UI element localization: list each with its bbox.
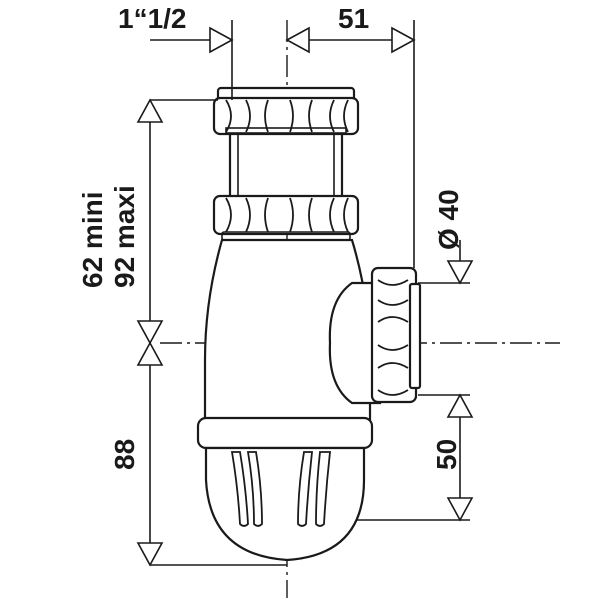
dimension-outlet-offset: 51: [285, 3, 416, 268]
dimension-outlet-diameter: Ø 40: [418, 189, 474, 285]
upper-height-min-label: 62 mini: [77, 192, 108, 288]
thread-label: 1“1/2: [118, 3, 187, 34]
upper-height-max-label: 92 maxi: [109, 185, 140, 288]
outlet-nut: [370, 266, 422, 404]
dimension-lower-height: 88: [109, 341, 287, 567]
top-nut: [212, 86, 360, 136]
middle-nut: [212, 194, 360, 241]
bottom-cup: [196, 416, 374, 562]
siphon-bowl: [203, 238, 382, 422]
upper-pipe: [228, 128, 344, 200]
dimension-upper-height: 62 mini 92 maxi: [77, 98, 218, 345]
outlet-offset-label: 51: [338, 3, 369, 34]
dimension-thread: 1“1/2: [118, 3, 234, 100]
lower-height-label: 88: [109, 439, 140, 470]
outlet-diameter-label: Ø 40: [433, 189, 464, 250]
dimension-outlet-height: 50: [356, 393, 474, 522]
outlet-height-label: 50: [431, 439, 462, 470]
